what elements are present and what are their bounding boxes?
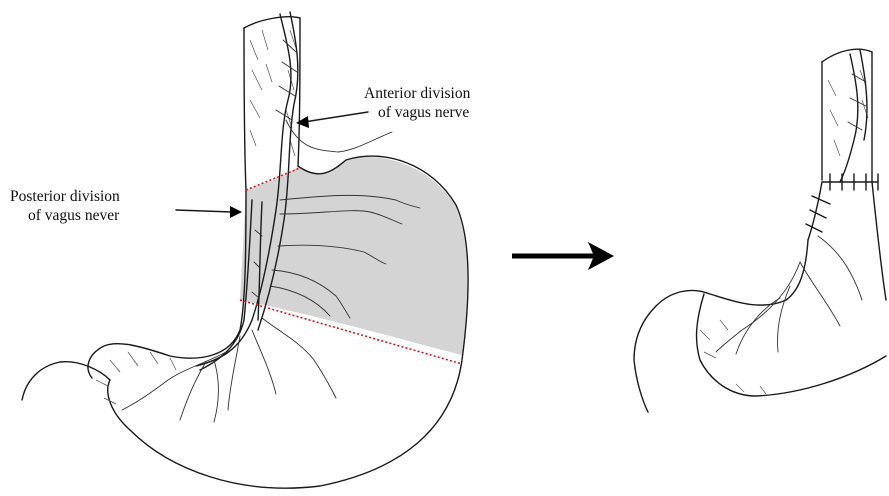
- anterior-label-line1: Anterior division: [364, 85, 471, 102]
- stomach-after: [634, 49, 886, 412]
- anastomosis-sutures-horizontal: [822, 174, 878, 190]
- posterior-label-line1: Posterior division: [10, 188, 120, 205]
- right-arrow-icon: [512, 242, 614, 270]
- posterior-label-line2: of vagus never: [28, 207, 120, 224]
- anastomosis-sutures-oblique: [806, 182, 830, 240]
- posterior-pointer-arrow: [176, 206, 242, 218]
- esophagus: [244, 17, 300, 190]
- stomach-before: [22, 12, 468, 488]
- anterior-label-line2: of vagus nerve: [378, 104, 469, 121]
- anterior-pointer-arrow: [296, 112, 368, 128]
- resected-region: [240, 157, 467, 355]
